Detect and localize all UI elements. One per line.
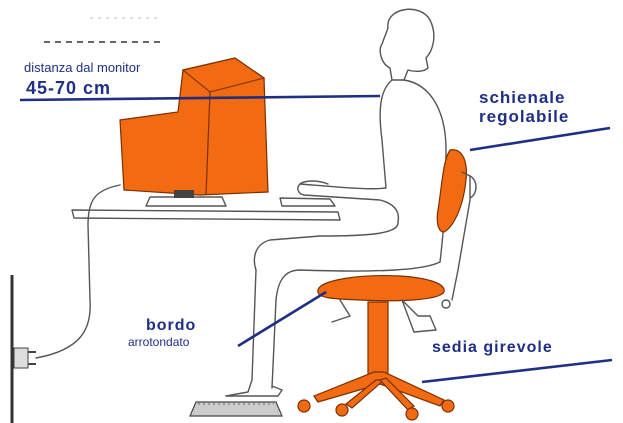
- keyboard: [280, 198, 335, 206]
- distance-value: 45-70 cm: [26, 78, 111, 98]
- edge-label-line2: arrotondato: [128, 335, 190, 349]
- swivel-chair-leader-line: [422, 360, 612, 382]
- seated-person: [226, 9, 446, 396]
- chair-seat: [318, 276, 444, 301]
- chair-backrest: [437, 150, 466, 232]
- swivel-chair-label: sedia girevole: [432, 339, 553, 356]
- backrest-leader-line: [470, 128, 610, 150]
- footrest: [190, 402, 282, 416]
- desk: [72, 210, 340, 220]
- backrest-label-line2: regolabile: [479, 107, 569, 126]
- monitor: [120, 58, 268, 195]
- distance-label: distanza dal monitor: [24, 60, 141, 75]
- edge-leader-line: [238, 292, 326, 346]
- backrest-label: schienale: [479, 88, 566, 107]
- power-outlet-icon: [14, 348, 36, 368]
- edge-label: bordo: [146, 317, 196, 334]
